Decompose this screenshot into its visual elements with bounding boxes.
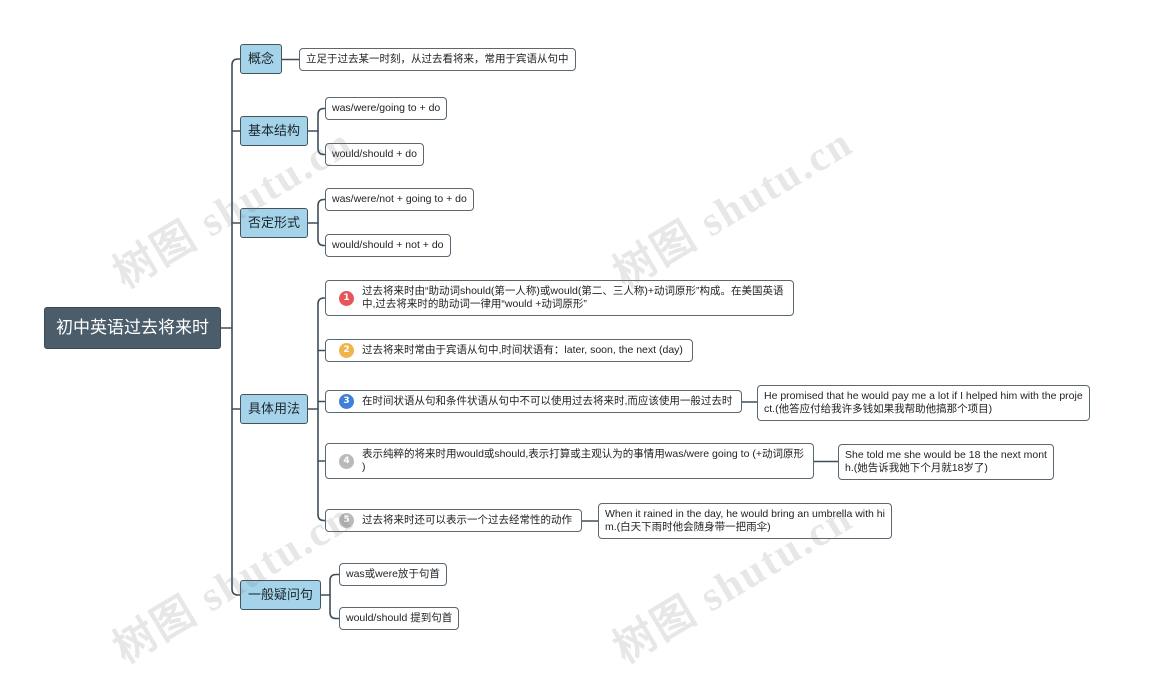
node-text-line: would/should + do (332, 148, 417, 160)
node-text-line: 过去将来时由“助动词should(第一人称)或would(第二、三人称)+动词原… (362, 285, 784, 297)
branch-concept[interactable]: 概念 (240, 44, 283, 74)
negative-would-should-not-node[interactable]: would/should + not + do (325, 234, 451, 257)
usage-item-1-node[interactable]: 1 过去将来时由“助动词should(第一人称)或would(第二、三人称)+动… (325, 280, 794, 316)
negative-was-were-not-node[interactable]: was/were/not + going to + do (325, 188, 474, 211)
usage-item-4-node[interactable]: 4 表示纯粹的将来时用would或should,表示打算或主观认为的事情用was… (325, 443, 814, 479)
usage-item-3-example-node[interactable]: He promised that he would pay me a lot i… (757, 385, 1090, 421)
connector-negative-spine (317, 198, 327, 247)
node-text-line: When it rained in the day, he would brin… (605, 508, 885, 520)
usage-item-4-example-node[interactable]: She told me she would be 18 the next mon… (838, 444, 1054, 480)
connector-question-spine (329, 573, 341, 620)
node-text-line: He promised that he would pay me a lot i… (764, 390, 1083, 402)
node-text-line: would/should 提到句首 (346, 612, 453, 624)
question-was-were-node[interactable]: was或were放于句首 (339, 563, 447, 586)
priority-3-icon: 3 (339, 394, 354, 409)
node-text-line: ) (362, 461, 366, 473)
branch-negative-form[interactable]: 否定形式 (240, 208, 309, 238)
structure-would-should-node[interactable]: would/should + do (325, 143, 424, 166)
node-text-line: ct.(他答应付给我许多钱如果我帮助他搞那个项目) (764, 403, 993, 415)
connector-usage-spine (317, 297, 327, 522)
root-topic[interactable]: 初中英语过去将来时 (44, 307, 221, 349)
question-would-should-node[interactable]: would/should 提到句首 (339, 607, 460, 630)
node-text-line: 过去将来时还可以表示一个过去经常性的动作 (362, 514, 572, 526)
priority-4-icon: 4 (339, 453, 354, 469)
node-text-line: would/should + not + do (332, 239, 444, 251)
usage-item-3-node[interactable]: 3 在时间状语从句和条件状语从句中不可以使用过去将来时,而应该使用一般过去时 (325, 390, 743, 413)
node-text-line: She told me she would be 18 the next mon… (845, 449, 1047, 461)
node-text-line: 立足于过去某一时刻，从过去看将来，常用于宾语从句中 (306, 53, 569, 65)
node-text-line: 表示纯粹的将来时用would或should,表示打算或主观认为的事情用was/w… (362, 448, 804, 460)
priority-1-icon: 1 (339, 290, 354, 306)
connector-structure-spine (317, 107, 327, 156)
priority-2-icon: 2 (339, 343, 354, 358)
branch-specific-usage[interactable]: 具体用法 (240, 394, 309, 424)
node-text-line: was/were/going to + do (332, 102, 441, 114)
usage-item-5-example-node[interactable]: When it rained in the day, he would brin… (598, 503, 892, 539)
branch-yes-no-question[interactable]: 一般疑问句 (240, 580, 322, 610)
branch-basic-structure[interactable]: 基本结构 (240, 116, 309, 146)
node-text-line: was/were/not + going to + do (332, 193, 467, 205)
node-text-line: h.(她告诉我她下个月就18岁了) (845, 462, 988, 474)
node-text-line: was或were放于句首 (346, 568, 440, 580)
node-text-line: 在时间状语从句和条件状语从句中不可以使用过去将来时,而应该使用一般过去时 (362, 395, 733, 407)
usage-item-2-node[interactable]: 2 过去将来时常由于宾语从句中,时间状语有：later, soon, the n… (325, 339, 693, 362)
node-text-line: 过去将来时常由于宾语从句中,时间状语有：later, soon, the nex… (362, 344, 683, 356)
node-text-line: 中,过去将来时的助动词一律用“would +动词原形” (362, 298, 587, 310)
structure-was-were-going-to-node[interactable]: was/were/going to + do (325, 97, 448, 120)
node-text-line: m.(白天下雨时他会随身带一把雨伞) (605, 521, 771, 533)
priority-5-icon: 5 (339, 513, 354, 528)
usage-item-5-node[interactable]: 5 过去将来时还可以表示一个过去经常性的动作 (325, 509, 582, 532)
connector-trunk-spine (231, 58, 246, 596)
concept-definition-node[interactable]: 立足于过去某一时刻，从过去看将来，常用于宾语从句中 (299, 48, 576, 71)
